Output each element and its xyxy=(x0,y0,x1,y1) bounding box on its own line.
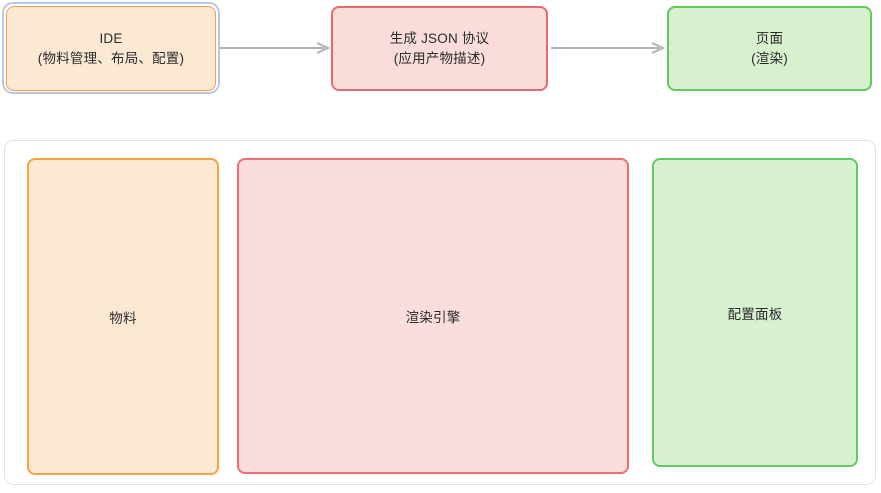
architecture-panel: 物料 渲染引擎 配置面板 xyxy=(4,140,876,485)
panel-node-render-engine-label: 渲染引擎 xyxy=(405,310,461,325)
panel-node-materials[interactable]: 物料 xyxy=(27,158,219,475)
flow-node-page[interactable]: 页面 (渲染) xyxy=(667,6,872,91)
panel-node-config-panel-label: 配置面板 xyxy=(727,306,783,322)
panel-node-render-engine[interactable]: 渲染引擎 xyxy=(237,158,629,474)
flow-node-json-protocol[interactable]: 生成 JSON 协议 (应用产物描述) xyxy=(331,6,548,91)
selection-halo-ide xyxy=(2,2,220,94)
arrow-json-to-page xyxy=(551,42,667,54)
panel-node-materials-label: 物料 xyxy=(109,310,137,326)
flow-node-ide[interactable]: IDE (物料管理、布局、配置) xyxy=(6,6,216,91)
flow-node-ide-label: IDE (物料管理、布局、配置) xyxy=(37,30,185,66)
panel-node-config-panel[interactable]: 配置面板 xyxy=(652,158,858,467)
flow-node-page-label: 页面 (渲染) xyxy=(751,30,788,66)
arrow-ide-to-json xyxy=(220,42,332,54)
flow-node-json-protocol-label: 生成 JSON 协议 (应用产物描述) xyxy=(389,30,490,66)
